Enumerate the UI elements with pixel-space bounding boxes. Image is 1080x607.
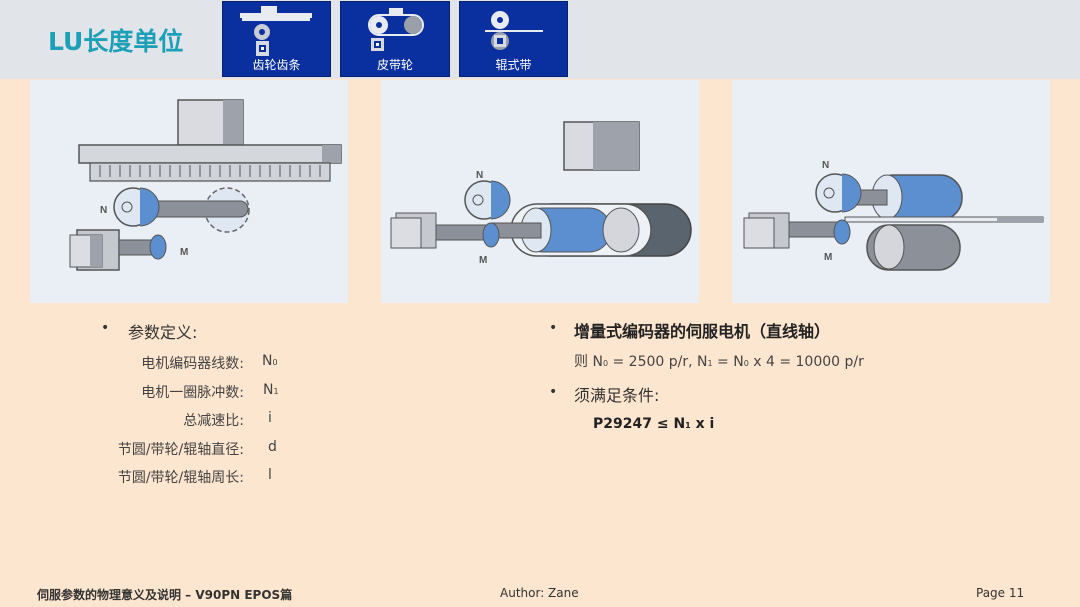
condition-formula: P29247 ≤ N1 x i bbox=[593, 416, 715, 432]
tab-label: 辊式带 bbox=[495, 58, 532, 72]
roller-diagram: N M bbox=[732, 80, 1050, 303]
encoder-formula: 则 N0 = 2500 p/r, N1 = N0 x 4 = 10000 p/r bbox=[574, 354, 864, 370]
condition-heading: 须满足条件: bbox=[574, 386, 660, 405]
belt-pulley-diagram: N M bbox=[381, 80, 699, 303]
encoder-heading: 增量式编码器的伺服电机（直线轴） bbox=[574, 322, 831, 341]
svg-text:N: N bbox=[476, 170, 483, 181]
rack-pinion-diagram: N M bbox=[30, 80, 348, 303]
svg-text:M: M bbox=[479, 255, 487, 266]
belt-pulley-icon bbox=[368, 8, 424, 51]
svg-text:M: M bbox=[824, 252, 832, 263]
page-title: LU长度单位 bbox=[48, 27, 184, 56]
tab-roller[interactable]: 辊式带 bbox=[459, 1, 568, 77]
roller-icon bbox=[485, 11, 543, 50]
bullet-icon: • bbox=[549, 320, 558, 336]
bullet-icon: • bbox=[101, 320, 110, 336]
svg-text:N: N bbox=[100, 205, 107, 216]
page-number: Page 11 bbox=[976, 586, 1025, 600]
svg-text:N: N bbox=[822, 160, 829, 171]
rack-pinion-icon bbox=[240, 6, 312, 56]
tab-label: 齿轮齿条 bbox=[252, 58, 301, 72]
tab-rack-pinion[interactable]: 齿轮齿条 bbox=[222, 1, 331, 77]
footer-title: 伺服参数的物理意义及说明 – V90PN EPOS篇 bbox=[37, 588, 293, 602]
tab-label: 皮带轮 bbox=[376, 58, 413, 72]
bullet-icon: • bbox=[549, 384, 558, 400]
definitions-heading: 参数定义: bbox=[128, 323, 198, 342]
footer-author: Author: Zane bbox=[500, 586, 579, 600]
svg-text:M: M bbox=[180, 247, 188, 258]
tab-belt-pulley[interactable]: 皮带轮 bbox=[340, 1, 450, 77]
